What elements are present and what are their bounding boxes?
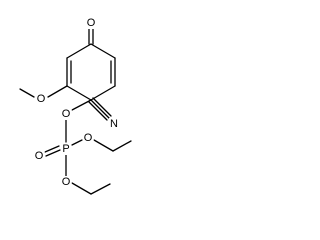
bond-nitrile-3: [88, 101, 108, 121]
bond-c1-c6: [90, 43, 116, 59]
atom-phosphorus: P: [62, 143, 69, 155]
bond-c1-c2: [66, 43, 92, 59]
bond-c3-c4: [66, 85, 92, 101]
bonds: [19, 28, 132, 195]
atom-ester-oxygen: O: [62, 108, 71, 120]
bond-c4-oester: [71, 99, 92, 111]
atom-ethoxy-oxygen-upper: O: [84, 132, 93, 144]
bond-nitrile-2: [92, 97, 112, 117]
chemical-structure: O O N O P O O O: [19, 17, 132, 195]
bond-ch2-ch3-lower: [90, 183, 111, 195]
bond-ch2-ch3-upper: [112, 140, 132, 152]
atom-methoxy-oxygen: O: [37, 93, 46, 105]
bond-p-oxo-a: [44, 145, 60, 153]
bond-oet-upper-ch2: [93, 139, 114, 152]
atom-ethoxy-oxygen-lower: O: [62, 176, 71, 188]
atom-carbonyl-oxygen: O: [87, 17, 96, 29]
atom-phosphoryl-oxygen: O: [35, 150, 44, 162]
bond-ome-methyl: [19, 88, 35, 98]
bond-c4-c5: [90, 85, 116, 101]
bond-c3-ome: [47, 85, 68, 98]
bond-p-oet-upper: [71, 139, 83, 146]
bond-nitrile-1: [90, 99, 110, 119]
atom-nitrile-nitrogen: N: [110, 118, 118, 130]
atom-labels: O O N O P O O O: [33, 17, 120, 188]
bond-p-oxo-b: [45, 149, 61, 157]
bond-oet-lower-ch2: [71, 182, 92, 195]
